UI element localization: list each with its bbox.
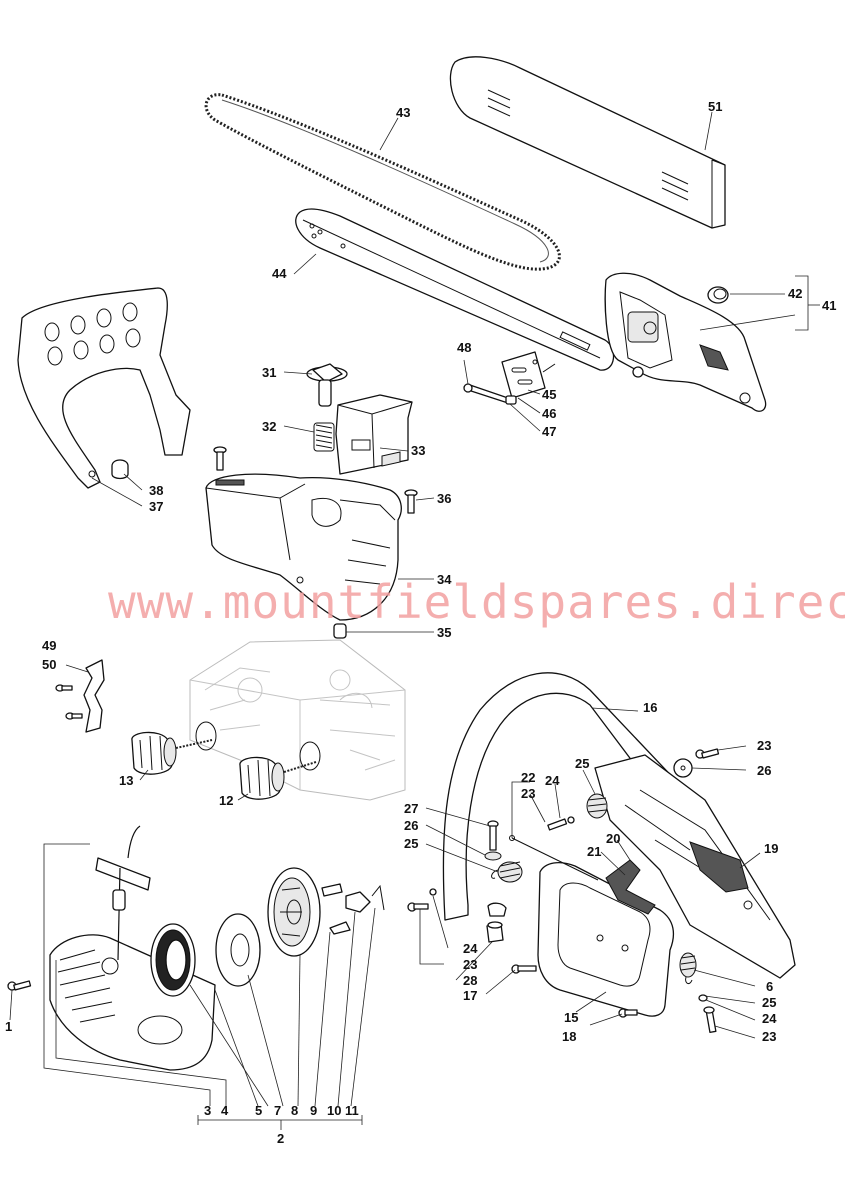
label-10: 10 xyxy=(327,1103,341,1118)
bolt-27-part xyxy=(484,820,502,861)
label-27: 27 xyxy=(404,801,418,816)
label-50: 50 xyxy=(42,657,56,672)
label-51: 51 xyxy=(708,99,722,114)
label-37: 37 xyxy=(149,499,163,514)
label-6: 6 xyxy=(766,979,773,994)
label-33: 33 xyxy=(411,443,425,458)
label-47: 47 xyxy=(542,424,556,439)
label-36: 36 xyxy=(437,491,451,506)
label-13: 13 xyxy=(119,773,133,788)
label-31: 31 xyxy=(262,365,276,380)
washer-8-part xyxy=(215,913,261,987)
part-labels: 43 51 44 42 41 48 45 46 47 31 32 33 36 3… xyxy=(5,99,836,1146)
tensioner-plate-part xyxy=(463,351,556,405)
bar-cover-part xyxy=(449,56,726,229)
label-26-right: 26 xyxy=(757,763,771,778)
label-24-top: 24 xyxy=(545,773,560,788)
oil-cap-part xyxy=(306,363,348,407)
screw-23-lower-part xyxy=(698,994,717,1034)
leader-lines xyxy=(9,111,820,1130)
label-48: 48 xyxy=(457,340,471,355)
label-49: 49 xyxy=(42,638,56,653)
label-2: 2 xyxy=(277,1131,284,1146)
spring-6-part xyxy=(679,952,697,985)
screw-top-part xyxy=(213,446,227,471)
label-26-left: 26 xyxy=(404,818,418,833)
label-9: 9 xyxy=(310,1103,317,1118)
top-cover-part xyxy=(205,473,402,621)
screw-23-left-part xyxy=(407,888,437,912)
bushing-28-part xyxy=(486,902,507,943)
spring-25-upper-part xyxy=(586,793,608,819)
label-45: 45 xyxy=(542,387,556,402)
screw-17-part xyxy=(511,964,537,974)
label-4: 4 xyxy=(221,1103,229,1118)
brake-cover-part xyxy=(537,861,675,1017)
screw-36-part xyxy=(404,489,418,514)
brake-lever-part xyxy=(605,859,656,915)
label-23-top: 23 xyxy=(521,786,535,801)
starter-handle-part xyxy=(95,825,151,961)
label-11: 11 xyxy=(345,1103,359,1118)
engine-housing-ghost xyxy=(189,639,406,801)
clutch-cover-part xyxy=(604,272,767,412)
label-28: 28 xyxy=(463,973,477,988)
screw-23-right-part xyxy=(695,748,720,759)
spring-25-mid-part xyxy=(491,861,523,883)
label-23-left: 23 xyxy=(463,957,477,972)
label-38: 38 xyxy=(149,483,163,498)
recoil-spring-part xyxy=(150,923,196,997)
guide-bar-part xyxy=(295,208,615,371)
spring-part xyxy=(313,422,335,452)
label-16: 16 xyxy=(643,700,657,715)
label-15: 15 xyxy=(564,1010,578,1025)
label-24-left: 24 xyxy=(463,941,478,956)
site-watermark: www.mountfieldspares.direct xyxy=(108,575,845,629)
label-25-top: 25 xyxy=(575,756,589,771)
label-5: 5 xyxy=(255,1103,262,1118)
label-42: 42 xyxy=(788,286,802,301)
drum-12-part xyxy=(239,741,321,800)
label-20: 20 xyxy=(606,831,620,846)
label-21: 21 xyxy=(587,844,601,859)
saw-chain-part xyxy=(204,93,561,271)
label-25-right: 25 xyxy=(762,995,776,1010)
label-41: 41 xyxy=(822,298,836,313)
label-19: 19 xyxy=(764,841,778,856)
bracket-49-part xyxy=(55,659,105,733)
label-32: 32 xyxy=(262,419,276,434)
label-23-lower: 23 xyxy=(762,1029,776,1044)
screw-1-part xyxy=(7,980,32,991)
label-23-right: 23 xyxy=(757,738,771,753)
pulley-part xyxy=(267,867,321,957)
label-25-left: 25 xyxy=(404,836,418,851)
bar-nut-part xyxy=(707,286,729,304)
label-22: 22 xyxy=(521,770,535,785)
drum-13-part xyxy=(131,721,217,775)
label-1: 1 xyxy=(5,1019,12,1034)
label-12: 12 xyxy=(219,793,233,808)
pin-23-part xyxy=(547,816,575,831)
label-8: 8 xyxy=(291,1103,298,1118)
label-44: 44 xyxy=(272,266,287,281)
label-46: 46 xyxy=(542,406,556,421)
label-3: 3 xyxy=(204,1103,211,1118)
grommet-35-part xyxy=(333,623,347,639)
label-43: 43 xyxy=(396,105,410,120)
label-18: 18 xyxy=(562,1029,576,1044)
screw-18-part xyxy=(618,1008,638,1018)
brake-band-part xyxy=(594,754,796,979)
pawls-part xyxy=(321,883,385,935)
label-34: 34 xyxy=(437,572,452,587)
air-filter-cover-part xyxy=(335,394,413,475)
label-35: 35 xyxy=(437,625,451,640)
label-24-right: 24 xyxy=(762,1011,777,1026)
rear-guard-part xyxy=(17,287,191,489)
label-7: 7 xyxy=(274,1103,281,1118)
label-17: 17 xyxy=(463,988,477,1003)
washer-26-right-part xyxy=(673,758,693,778)
